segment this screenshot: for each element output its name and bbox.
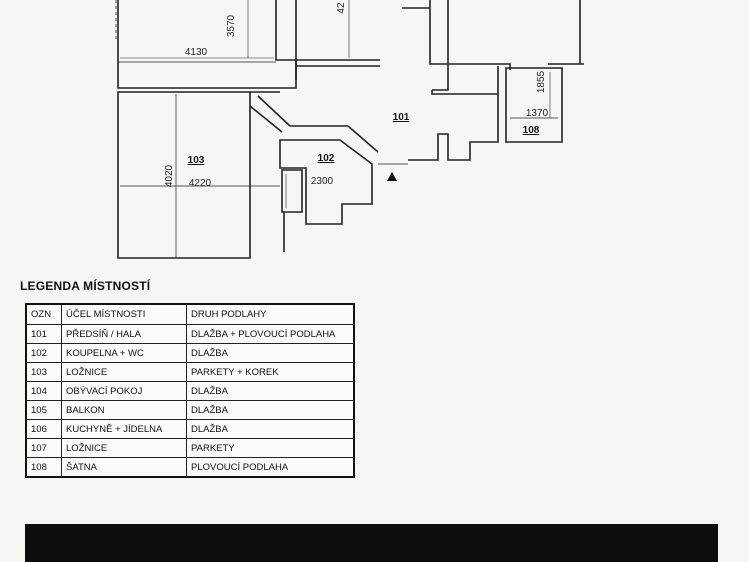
wall-far-right bbox=[548, 0, 584, 65]
table-row: 105 BALKON DLAŽBA bbox=[25, 400, 355, 420]
cell-ozn: 105 bbox=[25, 400, 62, 420]
cell-ucel: PŘEDSÍŇ / HALA bbox=[61, 324, 187, 344]
cell-ucel: LOŽNICE bbox=[61, 438, 187, 458]
legend-header-row: OZN ÚČEL MÍSTNOSTI DRUH PODLAHY bbox=[25, 303, 355, 325]
wall-right-upper bbox=[402, 0, 511, 91]
cell-druh: PARKETY + KOREK bbox=[186, 362, 355, 382]
redaction-bar bbox=[25, 524, 718, 562]
table-row: 106 KUCHYNĚ + JÍDELNA DLAŽBA bbox=[25, 419, 355, 439]
cell-ozn: 107 bbox=[25, 438, 62, 458]
wall-room-103 bbox=[117, 91, 251, 259]
entrance-arrow-icon bbox=[387, 172, 397, 181]
header-druh-podlahy: DRUH PODLAHY bbox=[186, 303, 355, 325]
room-label-108: 108 bbox=[523, 125, 540, 136]
dim-4020: 4020 bbox=[164, 164, 175, 187]
dim-4130: 4130 bbox=[185, 47, 208, 58]
cell-ozn: 104 bbox=[25, 381, 62, 401]
cell-druh: DLAŽBA + PLOVOUCÍ PODLAHA bbox=[186, 324, 355, 344]
wall-hall-101 bbox=[408, 66, 499, 161]
cell-ozn: 108 bbox=[25, 457, 62, 478]
legend-title: LEGENDA MÍSTNOSTÍ bbox=[20, 279, 151, 293]
dim-1370: 1370 bbox=[526, 108, 549, 119]
room-label-102: 102 bbox=[318, 153, 335, 164]
wall-middle-column bbox=[295, 0, 380, 80]
cell-ucel: BALKON bbox=[61, 400, 187, 420]
dim-4220: 4220 bbox=[189, 178, 212, 189]
table-row: 102 KOUPELNA + WC DLAŽBA bbox=[25, 343, 355, 363]
floor-plan: 3570 42 4130 1855 1370 4020 4220 2300 10… bbox=[115, 0, 584, 259]
room-label-103: 103 bbox=[188, 155, 205, 166]
cell-druh: PLOVOUCÍ PODLAHA bbox=[186, 457, 355, 478]
cell-druh: DLAŽBA bbox=[186, 400, 355, 420]
dim-1855: 1855 bbox=[536, 70, 547, 93]
cell-druh: DLAŽBA bbox=[186, 343, 355, 363]
wall-closet bbox=[281, 169, 303, 213]
table-row: 108 ŠATNA PLOVOUCÍ PODLAHA bbox=[25, 457, 355, 478]
cell-ozn: 103 bbox=[25, 362, 62, 382]
cell-ozn: 106 bbox=[25, 419, 62, 439]
wall-room-102 bbox=[279, 139, 373, 225]
table-row: 101 PŘEDSÍŇ / HALA DLAŽBA + PLOVOUCÍ POD… bbox=[25, 324, 355, 344]
cell-ucel: KUCHYNĚ + JÍDELNA bbox=[61, 419, 187, 439]
table-row: 107 LOŽNICE PARKETY bbox=[25, 438, 355, 458]
table-row: 104 OBÝVACÍ POKOJ DLAŽBA bbox=[25, 381, 355, 401]
cell-ozn: 101 bbox=[25, 324, 62, 344]
cell-ucel: KOUPELNA + WC bbox=[61, 343, 187, 363]
wall-room-108 bbox=[505, 67, 563, 143]
table-row: 103 LOŽNICE PARKETY + KOREK bbox=[25, 362, 355, 382]
header-ucel: ÚČEL MÍSTNOSTI bbox=[61, 303, 187, 325]
cell-druh: DLAŽBA bbox=[186, 419, 355, 439]
cell-druh: PARKETY bbox=[186, 438, 355, 458]
cell-ozn: 102 bbox=[25, 343, 62, 363]
cell-ucel: OBÝVACÍ POKOJ bbox=[61, 381, 187, 401]
cell-druh: DLAŽBA bbox=[186, 381, 355, 401]
cell-ucel: LOŽNICE bbox=[61, 362, 187, 382]
header-ozn: OZN bbox=[25, 303, 62, 325]
room-label-101: 101 bbox=[393, 112, 410, 123]
cell-ucel: ŠATNA bbox=[61, 457, 187, 478]
wall-upper-left-room bbox=[117, 0, 297, 89]
dim-3570: 3570 bbox=[226, 14, 237, 37]
dim-42: 42 bbox=[336, 2, 347, 14]
dim-2300: 2300 bbox=[311, 176, 334, 187]
legend-table: OZN ÚČEL MÍSTNOSTI DRUH PODLAHY 101 PŘED… bbox=[25, 303, 355, 478]
wall-diagonal bbox=[249, 95, 291, 133]
